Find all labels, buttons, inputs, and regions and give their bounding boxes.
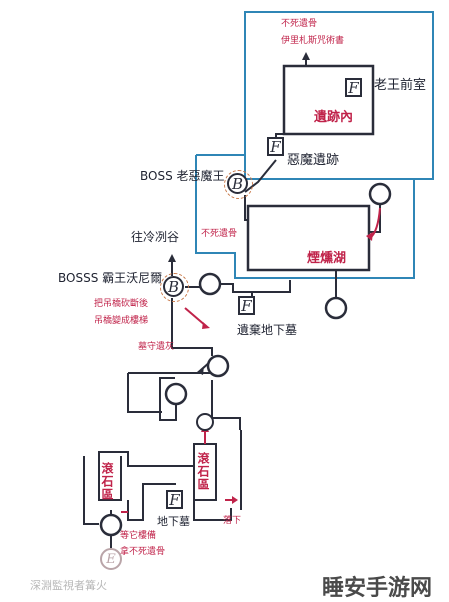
arrowhead-havel [168, 254, 176, 262]
label-underground-tomb: 地下墓 [157, 515, 190, 528]
label-no-undead-bone-2: 不死遺骨 [201, 229, 238, 239]
label-smouldering-lake: 煙燻湖 [307, 251, 347, 266]
label-bridge-line-2: 吊橋變成樓梯 [94, 316, 149, 326]
label-keeper-ashes: 墓守遺灰 [138, 342, 175, 352]
f-underground-icon[interactable]: F [166, 490, 183, 509]
path-keeper-inner [159, 377, 177, 421]
label-ithrilit-skull: 伊里札斯咒術書 [281, 36, 345, 46]
path-roll2-box [193, 443, 217, 501]
bonfire-e-icon[interactable]: E [100, 548, 122, 570]
label-bridge-line-1: 把吊橋砍斷後 [94, 299, 149, 309]
node-circle-keeper-left [164, 382, 188, 406]
label-boss-old-demon-king: BOSS 老惡魔王 [140, 169, 225, 183]
label-take-bone: 拿不死遺骨 [120, 547, 166, 557]
watermark-bottom-right: 睡安手游网 [322, 576, 433, 601]
boss-demon-king-icon[interactable]: B [224, 170, 253, 199]
arrowhead-keeper [197, 366, 204, 375]
label-drop-down: 落下 [223, 516, 242, 526]
node-circle-mid-right [196, 413, 214, 431]
watermark-bottom-left: 深淵監視者篝火 [30, 579, 107, 592]
red-arrowhead-lake [366, 232, 373, 241]
red-arrow-havel [184, 307, 207, 327]
label-no-undead-bone-1: 不死遺骨 [281, 19, 318, 29]
boss-havel-icon[interactable]: B [160, 273, 189, 302]
path-b-to-lake [244, 195, 248, 221]
node-circle-lake-bottom [324, 296, 348, 320]
label-catacombs-exit: 遺棄地下墓 [237, 323, 298, 337]
node-circle-keeper-top [206, 354, 230, 378]
path-havel-line [218, 280, 291, 293]
label-demon-ruins: 惡魔遺跡 [287, 153, 340, 168]
red-arrowhead-havel [202, 322, 210, 329]
path-keeper-right [211, 380, 241, 430]
region-blue-upper [244, 11, 434, 180]
label-old-king-antechamber: 老王前室 [374, 78, 427, 93]
f-demon-ruins-icon[interactable]: F [267, 137, 284, 156]
path-left-loop [83, 456, 99, 525]
smouldering-lake-room [246, 204, 371, 272]
label-boss-havel: BOSSS 霸王沃尼爾 [58, 271, 163, 285]
path-roll1-top [98, 451, 194, 467]
path-lower-links [127, 483, 232, 521]
f-antechamber-icon[interactable]: F [345, 78, 362, 97]
label-ruins-inner: 遺跡內 [314, 110, 354, 125]
region-blue-middle [195, 154, 415, 279]
path-roll1-box [98, 456, 122, 501]
label-to-cold-valley: 往冷冽谷 [131, 230, 180, 244]
node-circle-lake-right [368, 182, 392, 206]
label-rolling-stone-2: 滾石區 [196, 452, 210, 491]
ruins-inner-room [282, 64, 375, 136]
path-havel-down [171, 298, 213, 356]
red-arrowhead-drop [232, 496, 238, 504]
arrowhead-ruins [302, 52, 310, 60]
node-circle-havel-right [198, 272, 222, 296]
node-circle-lower-left [99, 513, 123, 537]
label-other-stairs: 等它樓備 [120, 531, 157, 541]
label-rolling-stone-1: 滾石區 [100, 462, 114, 501]
f-catacombs-icon[interactable]: F [238, 296, 255, 315]
